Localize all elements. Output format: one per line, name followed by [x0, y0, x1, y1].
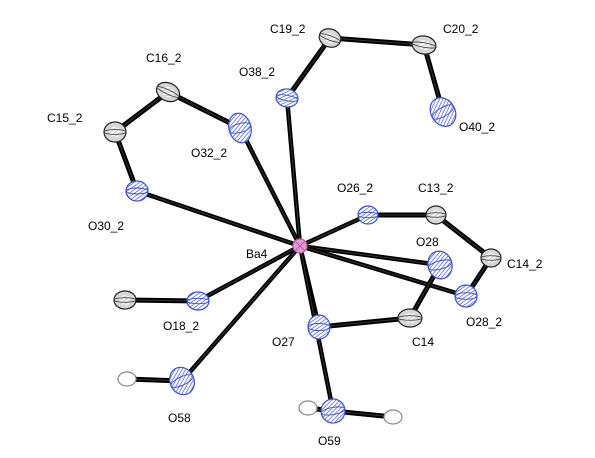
label-o27: O27: [272, 335, 295, 349]
label-o18-2: O18_2: [163, 319, 199, 333]
atom-c15-2: [103, 121, 127, 143]
label-c15-2: C15_2: [47, 111, 83, 125]
label-c19-2: C19_2: [270, 22, 306, 36]
atom-o40-2: [429, 97, 457, 127]
label-c14-2: C14_2: [507, 257, 543, 271]
label-o40-2: O40_2: [459, 120, 495, 134]
atom-c16-2: [155, 81, 181, 103]
atom-o27: [307, 314, 331, 340]
label-o32-2: O32_2: [191, 146, 227, 160]
atom-o28: [427, 250, 453, 280]
bond-O38_2-C19_2: [284, 35, 333, 101]
atom-h59b: [383, 409, 403, 425]
bond-Ba4-O58: [179, 243, 303, 384]
atom-c14: [397, 308, 423, 328]
atom-o59: [320, 398, 346, 424]
bond-O32_2-C16_2: [165, 89, 243, 131]
label-o28: O28: [416, 235, 439, 249]
label-o28-2: O28_2: [466, 315, 502, 329]
atom-o26-2: [357, 205, 379, 225]
bond-C19_2-C20_2: [327, 35, 427, 48]
label-c14: C14: [412, 335, 434, 349]
bond-C14-O27: [316, 315, 413, 330]
bond-Ba4-O28_2: [297, 243, 469, 299]
atom-c14-2: [480, 248, 502, 268]
atom-c13-2: [425, 205, 447, 225]
atom-c20-2: [411, 35, 437, 55]
atoms-layer: [103, 28, 502, 425]
atom-ba4: [292, 238, 308, 254]
atom-o28-2: [454, 284, 478, 308]
label-ba4: Ba4: [246, 247, 268, 261]
label-o26-2: O26_2: [337, 181, 373, 195]
atom-h59a: [298, 400, 318, 416]
bond-Ba4-O32_2: [237, 125, 303, 249]
atom-o32-2: [228, 112, 252, 144]
atom-h58: [117, 371, 137, 387]
bond-O18_2-C18x: [122, 297, 201, 304]
atom-c19-2: [318, 28, 342, 48]
label-o30-2: O30_2: [88, 219, 124, 233]
atom-o58: [169, 366, 195, 396]
label-o59: O59: [318, 434, 341, 448]
bond-C13_2-C14_2: [433, 212, 494, 261]
bond-Ba4-O38_2: [284, 95, 303, 249]
atom-c18x: [113, 290, 137, 310]
bond-Ba4-O28: [297, 243, 443, 268]
atom-o30-2: [125, 180, 149, 202]
label-c16-2: C16_2: [146, 51, 182, 65]
bond-Ba4-O30_2: [134, 188, 303, 249]
label-o38-2: O38_2: [239, 65, 275, 79]
atom-o38-2: [275, 88, 299, 108]
atom-o18-2: [186, 291, 210, 311]
label-c13-2: C13_2: [418, 181, 454, 195]
bond-Ba4-O26_2: [297, 212, 371, 249]
bond-Ba4-O18_2: [195, 243, 303, 304]
label-c20-2: C20_2: [443, 22, 479, 36]
label-o58: O58: [168, 411, 191, 425]
